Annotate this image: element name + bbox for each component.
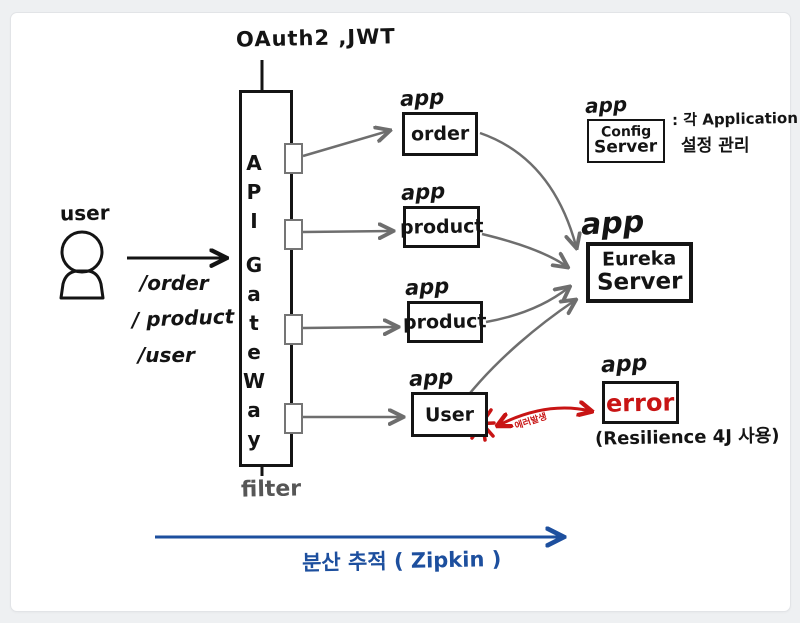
error-label: error bbox=[606, 387, 675, 418]
app-box-product2: product bbox=[403, 301, 487, 343]
app-name-user: User bbox=[424, 403, 475, 426]
route-user-label: /user bbox=[138, 343, 195, 367]
app-tag-eureka: app bbox=[580, 204, 646, 243]
app-tag-order: app bbox=[399, 84, 445, 112]
error-box: error bbox=[602, 381, 679, 424]
api-gateway-word-gateway: GateWay bbox=[242, 253, 266, 456]
config-note-line2: 설정 관리 bbox=[681, 136, 750, 156]
eureka-server-box: Eureka Server bbox=[586, 242, 693, 303]
user-label: user bbox=[59, 200, 110, 226]
app-box-user: User bbox=[411, 392, 488, 437]
config-note-line1: : 각 Application bbox=[671, 108, 799, 130]
api-gateway-word-api: API bbox=[242, 151, 266, 238]
zipkin-label: 분산 추적 ( Zipkin ) bbox=[301, 546, 502, 576]
app-name-product1: product bbox=[399, 215, 484, 239]
app-tag-product1: app bbox=[400, 178, 446, 206]
config-label-line2: Server bbox=[594, 136, 658, 158]
config-server-box: Config Server bbox=[587, 119, 665, 163]
route-product-label: / product bbox=[131, 304, 235, 332]
gateway-port-3 bbox=[284, 314, 303, 345]
gateway-port-4 bbox=[284, 403, 303, 434]
app-tag-config: app bbox=[584, 91, 628, 119]
app-box-order: order bbox=[402, 112, 478, 156]
app-tag-product2: app bbox=[404, 273, 450, 301]
app-name-product2: product bbox=[403, 310, 487, 334]
diagram-canvas bbox=[10, 12, 791, 612]
app-box-product1: product bbox=[400, 206, 483, 248]
gateway-port-1 bbox=[284, 143, 303, 174]
gateway-port-2 bbox=[284, 219, 303, 250]
app-tag-error: app bbox=[600, 350, 648, 379]
filter-label: filter bbox=[240, 476, 302, 503]
app-tag-user: app bbox=[408, 364, 454, 392]
app-name-order: order bbox=[410, 122, 470, 146]
resilience-note: (Resilience 4J 사용) bbox=[594, 425, 780, 450]
eureka-label-line2: Server bbox=[596, 268, 683, 297]
auth-label: OAuth2 ,JWT bbox=[235, 24, 396, 52]
route-order-label: /order bbox=[140, 271, 209, 295]
